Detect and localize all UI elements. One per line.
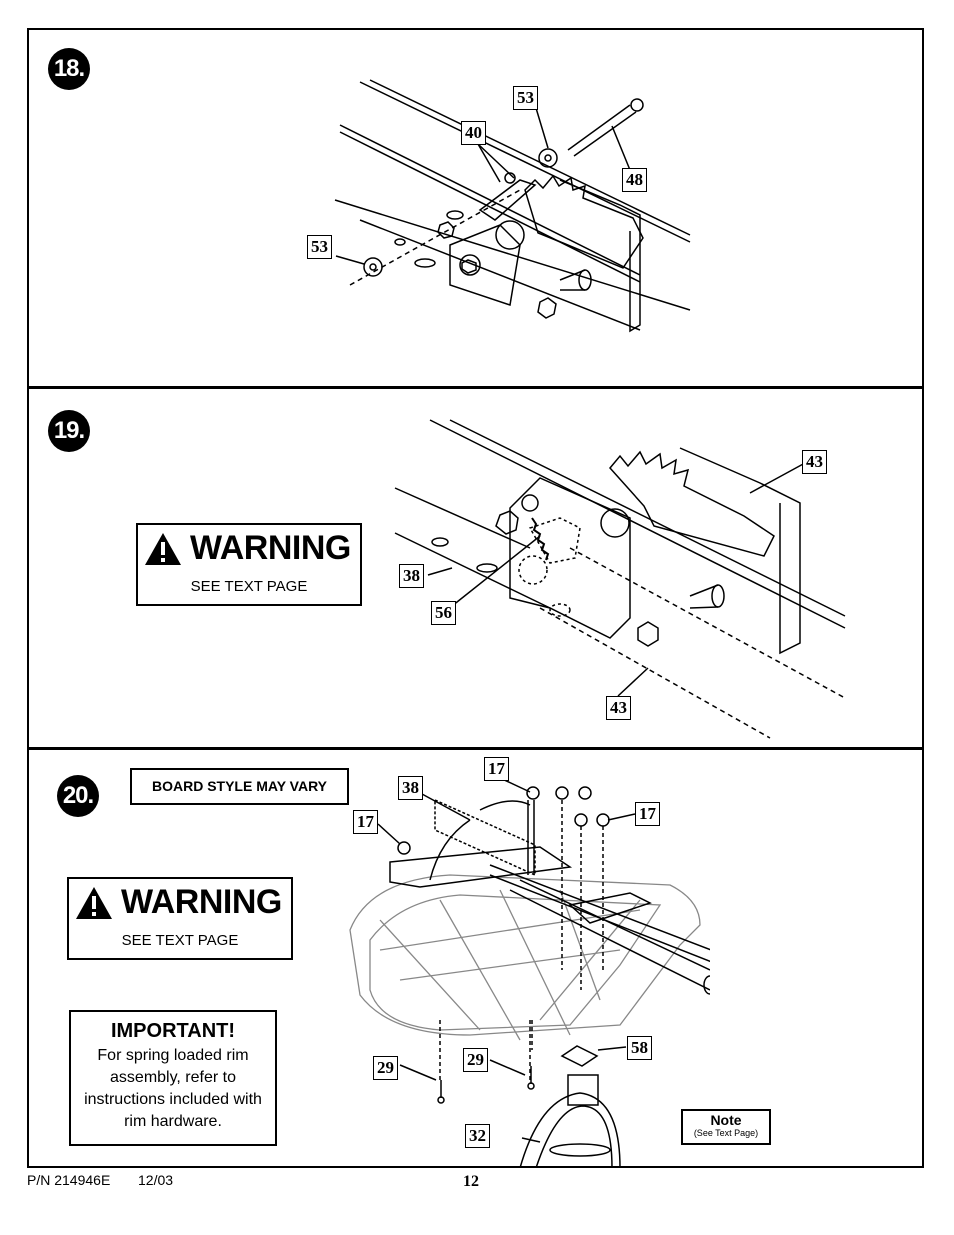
step-19-number: 19. <box>48 410 90 452</box>
callout-29: 29 <box>373 1056 398 1080</box>
warning-label: WARNING <box>121 883 282 921</box>
warning-text: SEE TEXT PAGE <box>121 932 239 949</box>
warning-title: WARNING <box>144 529 360 568</box>
warning-label: WARNING <box>190 529 351 567</box>
important-text: For spring loaded rim assembly, refer to… <box>84 1047 262 1130</box>
note-text: (See Text Page) <box>693 1128 759 1138</box>
note-box: Note (See Text Page) <box>681 1109 771 1145</box>
warning-triangle-icon <box>145 532 181 565</box>
callout-43: 43 <box>802 450 827 474</box>
callout-29: 29 <box>463 1048 488 1072</box>
warning-triangle-icon <box>76 886 112 919</box>
important-box: IMPORTANT! For spring loaded rim assembl… <box>69 1010 277 1146</box>
callout-53: 53 <box>513 86 538 110</box>
warning-text: SEE TEXT PAGE <box>190 578 308 595</box>
callout-56: 56 <box>431 601 456 625</box>
callout-17: 17 <box>353 810 378 834</box>
warning-box: WARNING SEE TEXT PAGE <box>136 523 362 606</box>
callout-53: 53 <box>307 235 332 259</box>
section-divider <box>27 747 924 750</box>
part-number: P/N 214946E <box>27 1172 111 1188</box>
callout-58: 58 <box>627 1036 652 1060</box>
page-number: 12 <box>463 1173 479 1190</box>
revision-date: 12/03 <box>138 1172 174 1188</box>
step-20-number: 20. <box>57 775 99 817</box>
callout-38: 38 <box>399 564 424 588</box>
callout-43: 43 <box>606 696 631 720</box>
callout-17: 17 <box>484 757 509 781</box>
board-style-note: BOARD STYLE MAY VARY <box>130 768 349 805</box>
step-19-illustration <box>394 419 846 739</box>
callout-32: 32 <box>465 1124 490 1148</box>
callout-48: 48 <box>622 168 647 192</box>
note-title: Note <box>710 1112 742 1128</box>
step-20-illustration <box>349 780 710 1168</box>
warning-title: WARNING <box>75 883 291 922</box>
callout-17: 17 <box>635 802 660 826</box>
callout-38: 38 <box>398 776 423 800</box>
step-18-illustration <box>334 79 691 333</box>
page-frame <box>27 28 924 1168</box>
important-title: IMPORTANT! <box>110 1020 236 1042</box>
warning-box: WARNING SEE TEXT PAGE <box>67 877 293 960</box>
callout-40: 40 <box>461 121 486 145</box>
section-divider <box>27 386 924 389</box>
step-18-number: 18. <box>48 48 90 90</box>
